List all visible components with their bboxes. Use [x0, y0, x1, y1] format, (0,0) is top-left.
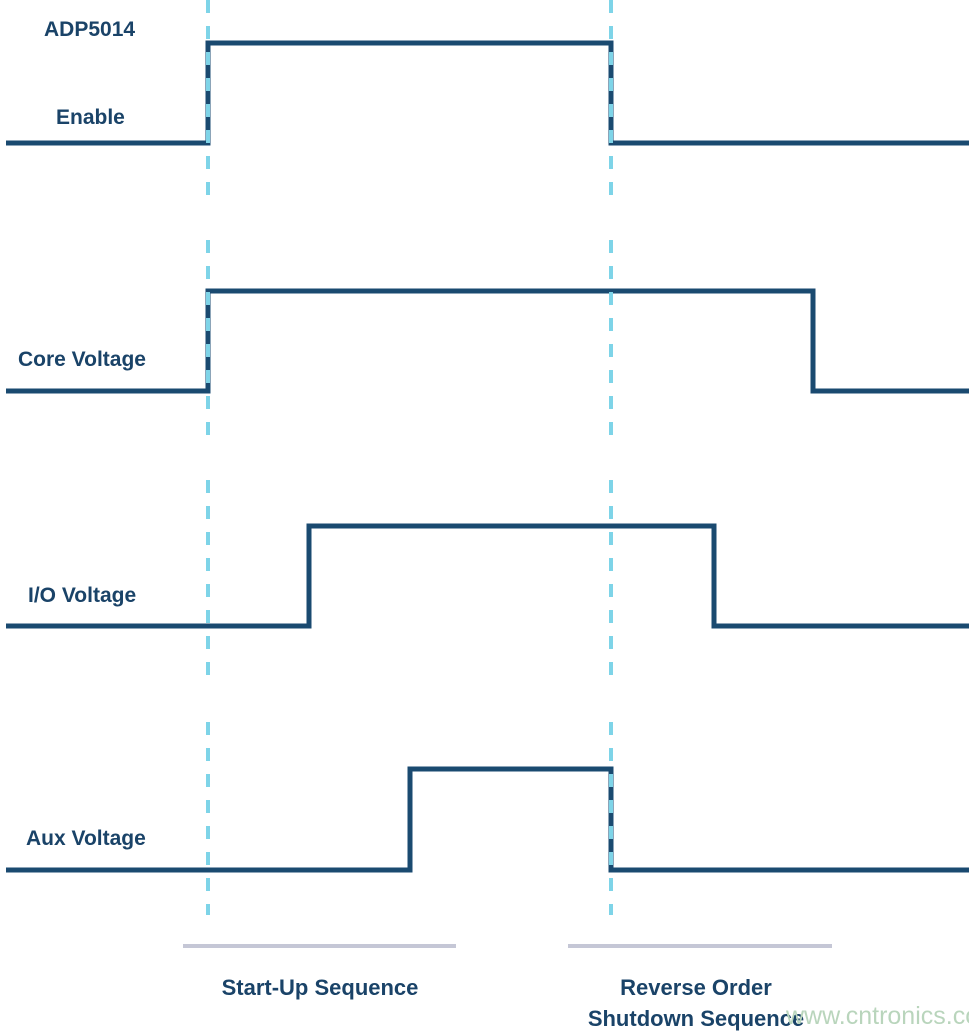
- timing-marker-group: [206, 0, 613, 915]
- phase-label-shutdown-line1: Reverse Order: [620, 975, 772, 1000]
- waveform-core-voltage: [6, 288, 969, 394]
- page-title: ADP5014: [44, 18, 135, 41]
- phase-label-startup: Start-Up Sequence: [222, 975, 419, 1000]
- signal-label-core-voltage: Core Voltage: [18, 348, 146, 371]
- watermark: www.cntronics.com: [785, 1002, 969, 1030]
- signal-label-aux-voltage: Aux Voltage: [26, 827, 146, 850]
- signal-row-core-voltage: Core Voltage: [6, 288, 969, 394]
- waveform-enable: [6, 40, 969, 146]
- signal-row-enable: Enable: [6, 40, 969, 146]
- phase-startup: Start-Up Sequence: [183, 944, 456, 1000]
- waveform-io-voltage: [6, 523, 969, 629]
- signal-row-aux-voltage: Aux Voltage: [6, 766, 969, 873]
- signal-label-io-voltage: I/O Voltage: [28, 584, 136, 607]
- waveform-aux-voltage: [6, 766, 969, 873]
- signal-row-io-voltage: I/O Voltage: [6, 523, 969, 629]
- phase-label-shutdown-line2: Shutdown Sequence: [588, 1006, 804, 1031]
- phase-shutdown: Reverse Order Shutdown Sequence: [568, 944, 832, 1031]
- signal-label-enable: Enable: [56, 106, 125, 129]
